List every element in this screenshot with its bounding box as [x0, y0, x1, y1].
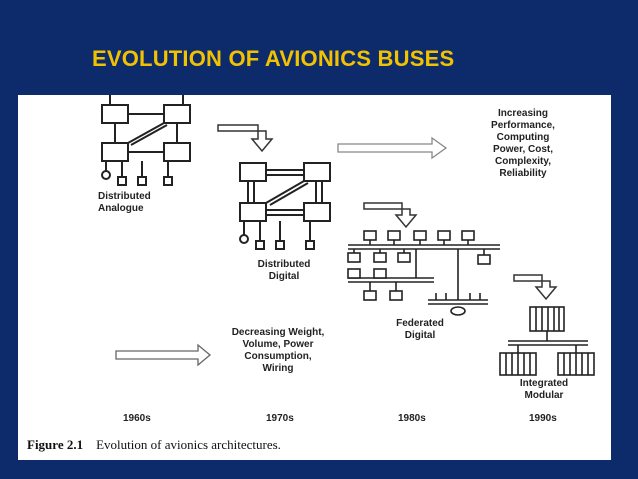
figure-panel: Distributed Analogue Distributed Digital…	[18, 95, 611, 460]
decreasing-arrow	[115, 343, 212, 367]
distributed-digital-diagram	[239, 162, 331, 250]
stage-label-distributed-digital: Distributed Digital	[257, 259, 311, 282]
caption-text: Evolution of avionics architectures.	[96, 437, 281, 452]
decade-label-1980s: 1980s	[398, 413, 426, 424]
federated-digital-diagram	[347, 230, 500, 316]
decreasing-label: Decreasing Weight, Volume, Power Consump…	[231, 327, 325, 374]
increasing-arrow	[337, 136, 448, 160]
caption-number: Figure 2.1	[27, 437, 84, 452]
integrated-modular-diagram	[499, 306, 595, 376]
transition-arrow-1	[217, 124, 274, 153]
stage-label-distributed-analogue: Distributed Analogue	[98, 191, 151, 214]
distributed-analogue-diagram	[101, 95, 191, 186]
decade-label-1970s: 1970s	[266, 413, 294, 424]
transition-arrow-3	[513, 274, 558, 301]
stage-label-integrated-modular: Integrated Modular	[519, 378, 569, 401]
slide-title: EVOLUTION OF AVIONICS BUSES	[92, 46, 455, 71]
stage-label-federated-digital: Federated Digital	[396, 318, 444, 341]
figure-caption: Figure 2.1 Evolution of avionics archite…	[27, 437, 281, 453]
transition-arrow-2	[363, 202, 418, 229]
decade-label-1960s: 1960s	[123, 413, 151, 424]
decade-label-1990s: 1990s	[529, 413, 557, 424]
increasing-label: Increasing Performance, Computing Power,…	[491, 108, 555, 179]
avionics-architecture-diagram	[101, 95, 595, 376]
